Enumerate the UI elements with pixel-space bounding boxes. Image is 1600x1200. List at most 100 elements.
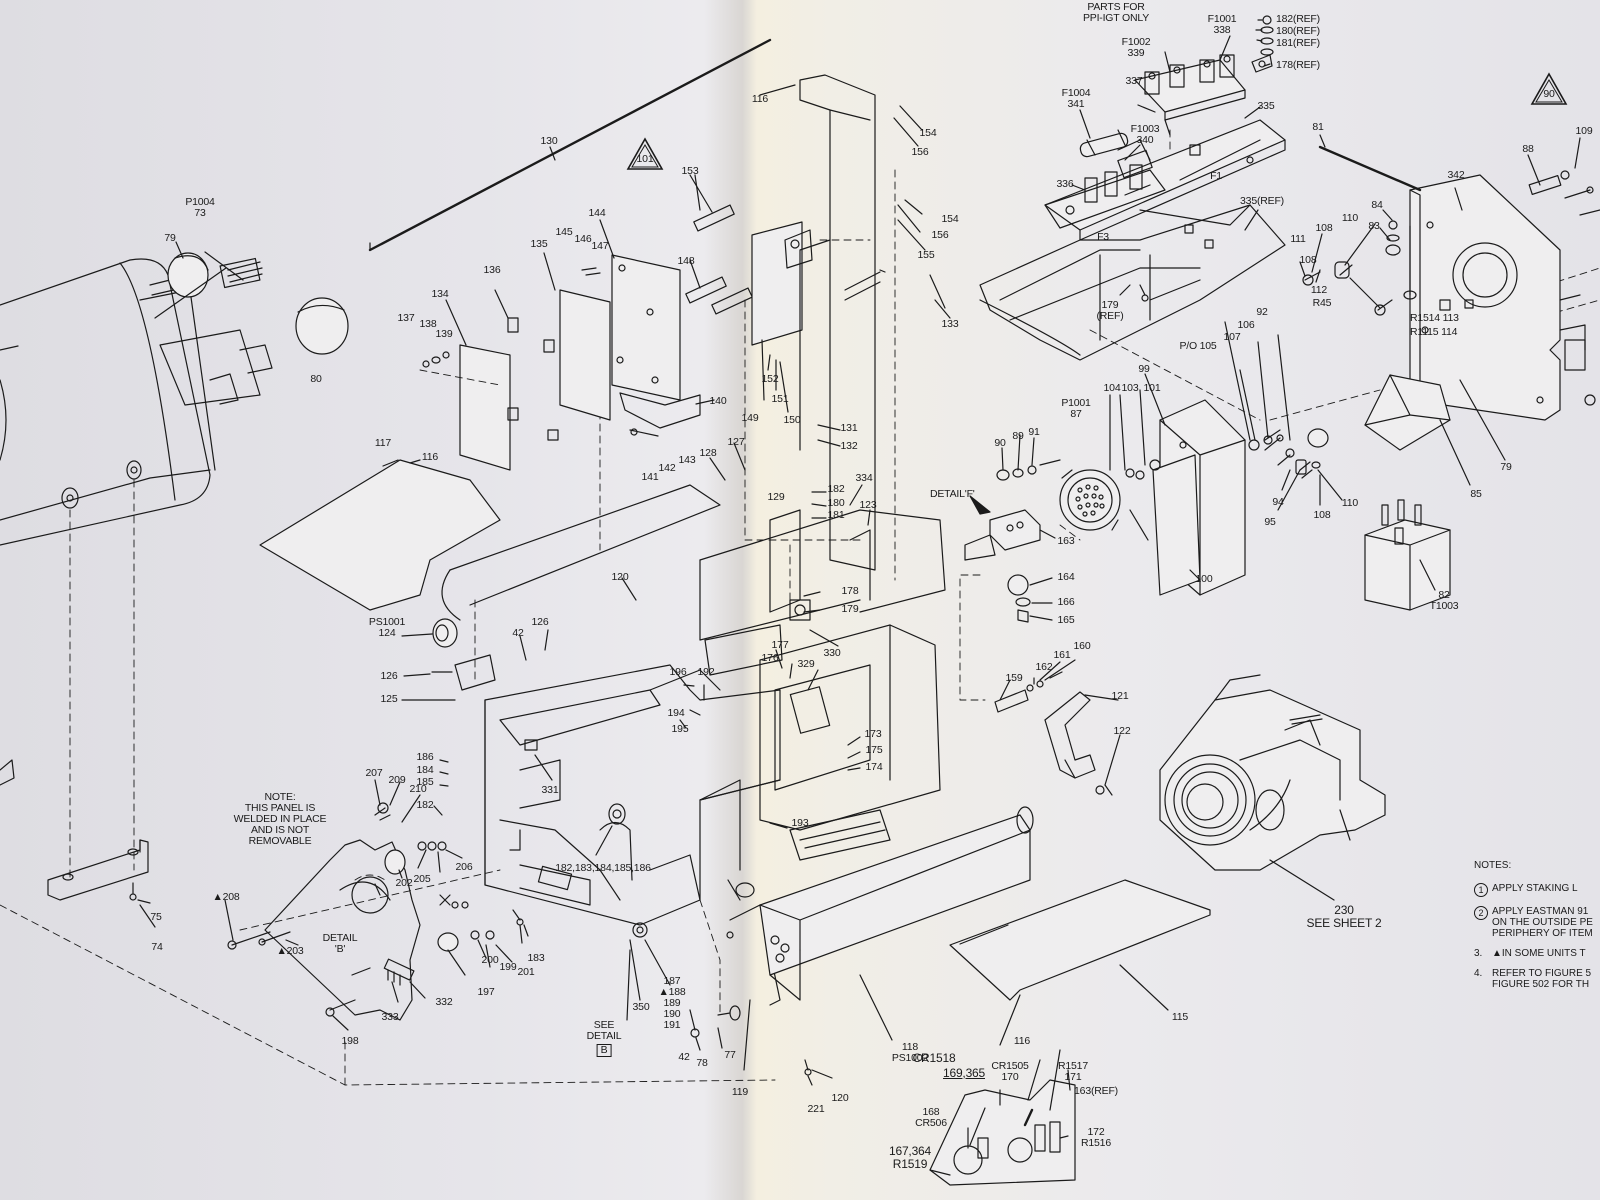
- bracket-85: [1364, 374, 1451, 451]
- part-label: 99: [1138, 363, 1150, 375]
- hardware-164-166: [1007, 574, 1031, 623]
- note-item: 1 APPLY STAKING L: [1474, 883, 1600, 897]
- part-label: 205: [413, 873, 431, 885]
- part-label: 84: [1371, 199, 1383, 211]
- rod-81: [1318, 145, 1422, 192]
- part-label: 195: [671, 723, 689, 735]
- part-label: F1: [1210, 170, 1222, 182]
- part-label: 164: [1057, 571, 1075, 583]
- fuse-plate-335: [1044, 119, 1286, 241]
- rear-plate-342: [1409, 174, 1581, 421]
- note-text: REFER TO FIGURE 5 FIGURE 502 FOR TH: [1492, 968, 1592, 990]
- part-label: 119: [731, 1086, 749, 1098]
- note-item: 3. ▲IN SOME UNITS T: [1474, 948, 1600, 959]
- fuse-holder-336: [1044, 139, 1166, 229]
- hardware-cluster-left: [227, 802, 524, 1017]
- crt-assembly: [0, 252, 349, 786]
- part-label: 103: [1121, 382, 1139, 394]
- part-label: 146: [574, 233, 592, 245]
- part-label: 42: [512, 627, 524, 639]
- part-label: 210: [409, 783, 427, 795]
- part-label: 334: [855, 472, 873, 484]
- part-label: R45: [1312, 297, 1332, 309]
- part-label: 145: [555, 226, 573, 238]
- part-label: 185: [416, 776, 434, 788]
- fuse-341: [1079, 129, 1129, 158]
- board-117: [259, 459, 501, 611]
- board-134: [419, 344, 511, 471]
- part-label: 101: [1143, 382, 1161, 394]
- part-label: P1004 73: [185, 196, 215, 219]
- washers-90-89-91: [996, 459, 1061, 481]
- warning-triangle-1-number: 101: [636, 153, 654, 165]
- part-label: 106: [1237, 319, 1255, 331]
- part-label: 330: [823, 647, 841, 659]
- part-label: 335(REF): [1240, 195, 1284, 207]
- part-label: 75: [150, 911, 162, 923]
- bracket-163: [964, 509, 1041, 561]
- part-label: 116: [1013, 1035, 1031, 1047]
- part-label: 108: [1313, 509, 1331, 521]
- note-text: ▲IN SOME UNITS T: [1492, 948, 1586, 959]
- part-label: 201: [517, 966, 535, 978]
- part-label: 202: [395, 877, 413, 889]
- warning-triangle-2: [1530, 72, 1568, 105]
- part-label: 131: [840, 422, 858, 434]
- part-label: 192: [697, 666, 715, 678]
- part-label: CR1518: [912, 1051, 956, 1065]
- part-label: 168 CR506: [915, 1106, 947, 1129]
- part-label: 160: [1073, 640, 1091, 652]
- warning-triangle-1: [626, 137, 664, 170]
- part-label: 152: [761, 373, 779, 385]
- part-label: 156: [931, 229, 949, 241]
- notes-title: NOTES:: [1474, 860, 1512, 871]
- part-label: 83: [1368, 220, 1380, 232]
- part-label: 139: [435, 328, 453, 340]
- diode-board: [929, 1079, 1076, 1186]
- part-label: 331: [541, 784, 559, 796]
- part-label: 182: [827, 483, 845, 495]
- part-label: 169,365: [943, 1066, 985, 1080]
- ps1001: [432, 484, 721, 648]
- part-label: 79: [164, 232, 176, 244]
- part-label: 209: [388, 774, 406, 786]
- part-label: 154: [941, 213, 959, 225]
- part-label: 116: [421, 451, 439, 463]
- detail-b-box: B: [596, 1044, 612, 1057]
- part-label: 126: [380, 670, 398, 682]
- part-label: 116: [751, 93, 769, 105]
- clamp-125: [454, 654, 496, 691]
- part-label: 133: [941, 318, 959, 330]
- part-label: F1002 339: [1121, 36, 1151, 59]
- part-label: 162: [1035, 661, 1053, 673]
- part-label: 230 SEE SHEET 2: [1306, 903, 1382, 930]
- part-label: R1517 171: [1058, 1060, 1088, 1083]
- board-144: [581, 254, 681, 401]
- part-label: 126: [531, 616, 549, 628]
- rear-panel: [264, 839, 421, 1021]
- bracket-140: [619, 392, 701, 429]
- transformer-82: [1364, 499, 1451, 611]
- part-label: CR1505 170: [991, 1060, 1029, 1083]
- part-label: 163(REF): [1074, 1085, 1118, 1097]
- part-label: 79: [1500, 461, 1512, 473]
- part-label: 127: [727, 436, 745, 448]
- part-label: 166: [1057, 596, 1075, 608]
- part-label: 196: [669, 666, 687, 678]
- part-label: 186: [416, 751, 434, 763]
- part-label: ▲208: [212, 891, 240, 903]
- part-label: F1001 338: [1207, 13, 1237, 36]
- part-label: P/O 105: [1179, 340, 1217, 352]
- part-label: 179: [841, 603, 859, 615]
- detail-f-label: DETAIL'F': [930, 488, 975, 500]
- part-label: 77: [724, 1049, 736, 1061]
- part-label: 141: [641, 471, 659, 483]
- part-label: 342: [1447, 169, 1465, 181]
- part-label: 111: [1290, 233, 1306, 245]
- part-label: 121: [1111, 690, 1129, 702]
- part-label: 154: [919, 127, 937, 139]
- part-label: 175: [865, 744, 883, 756]
- part-label: 159: [1005, 672, 1023, 684]
- part-label: 85: [1470, 488, 1482, 500]
